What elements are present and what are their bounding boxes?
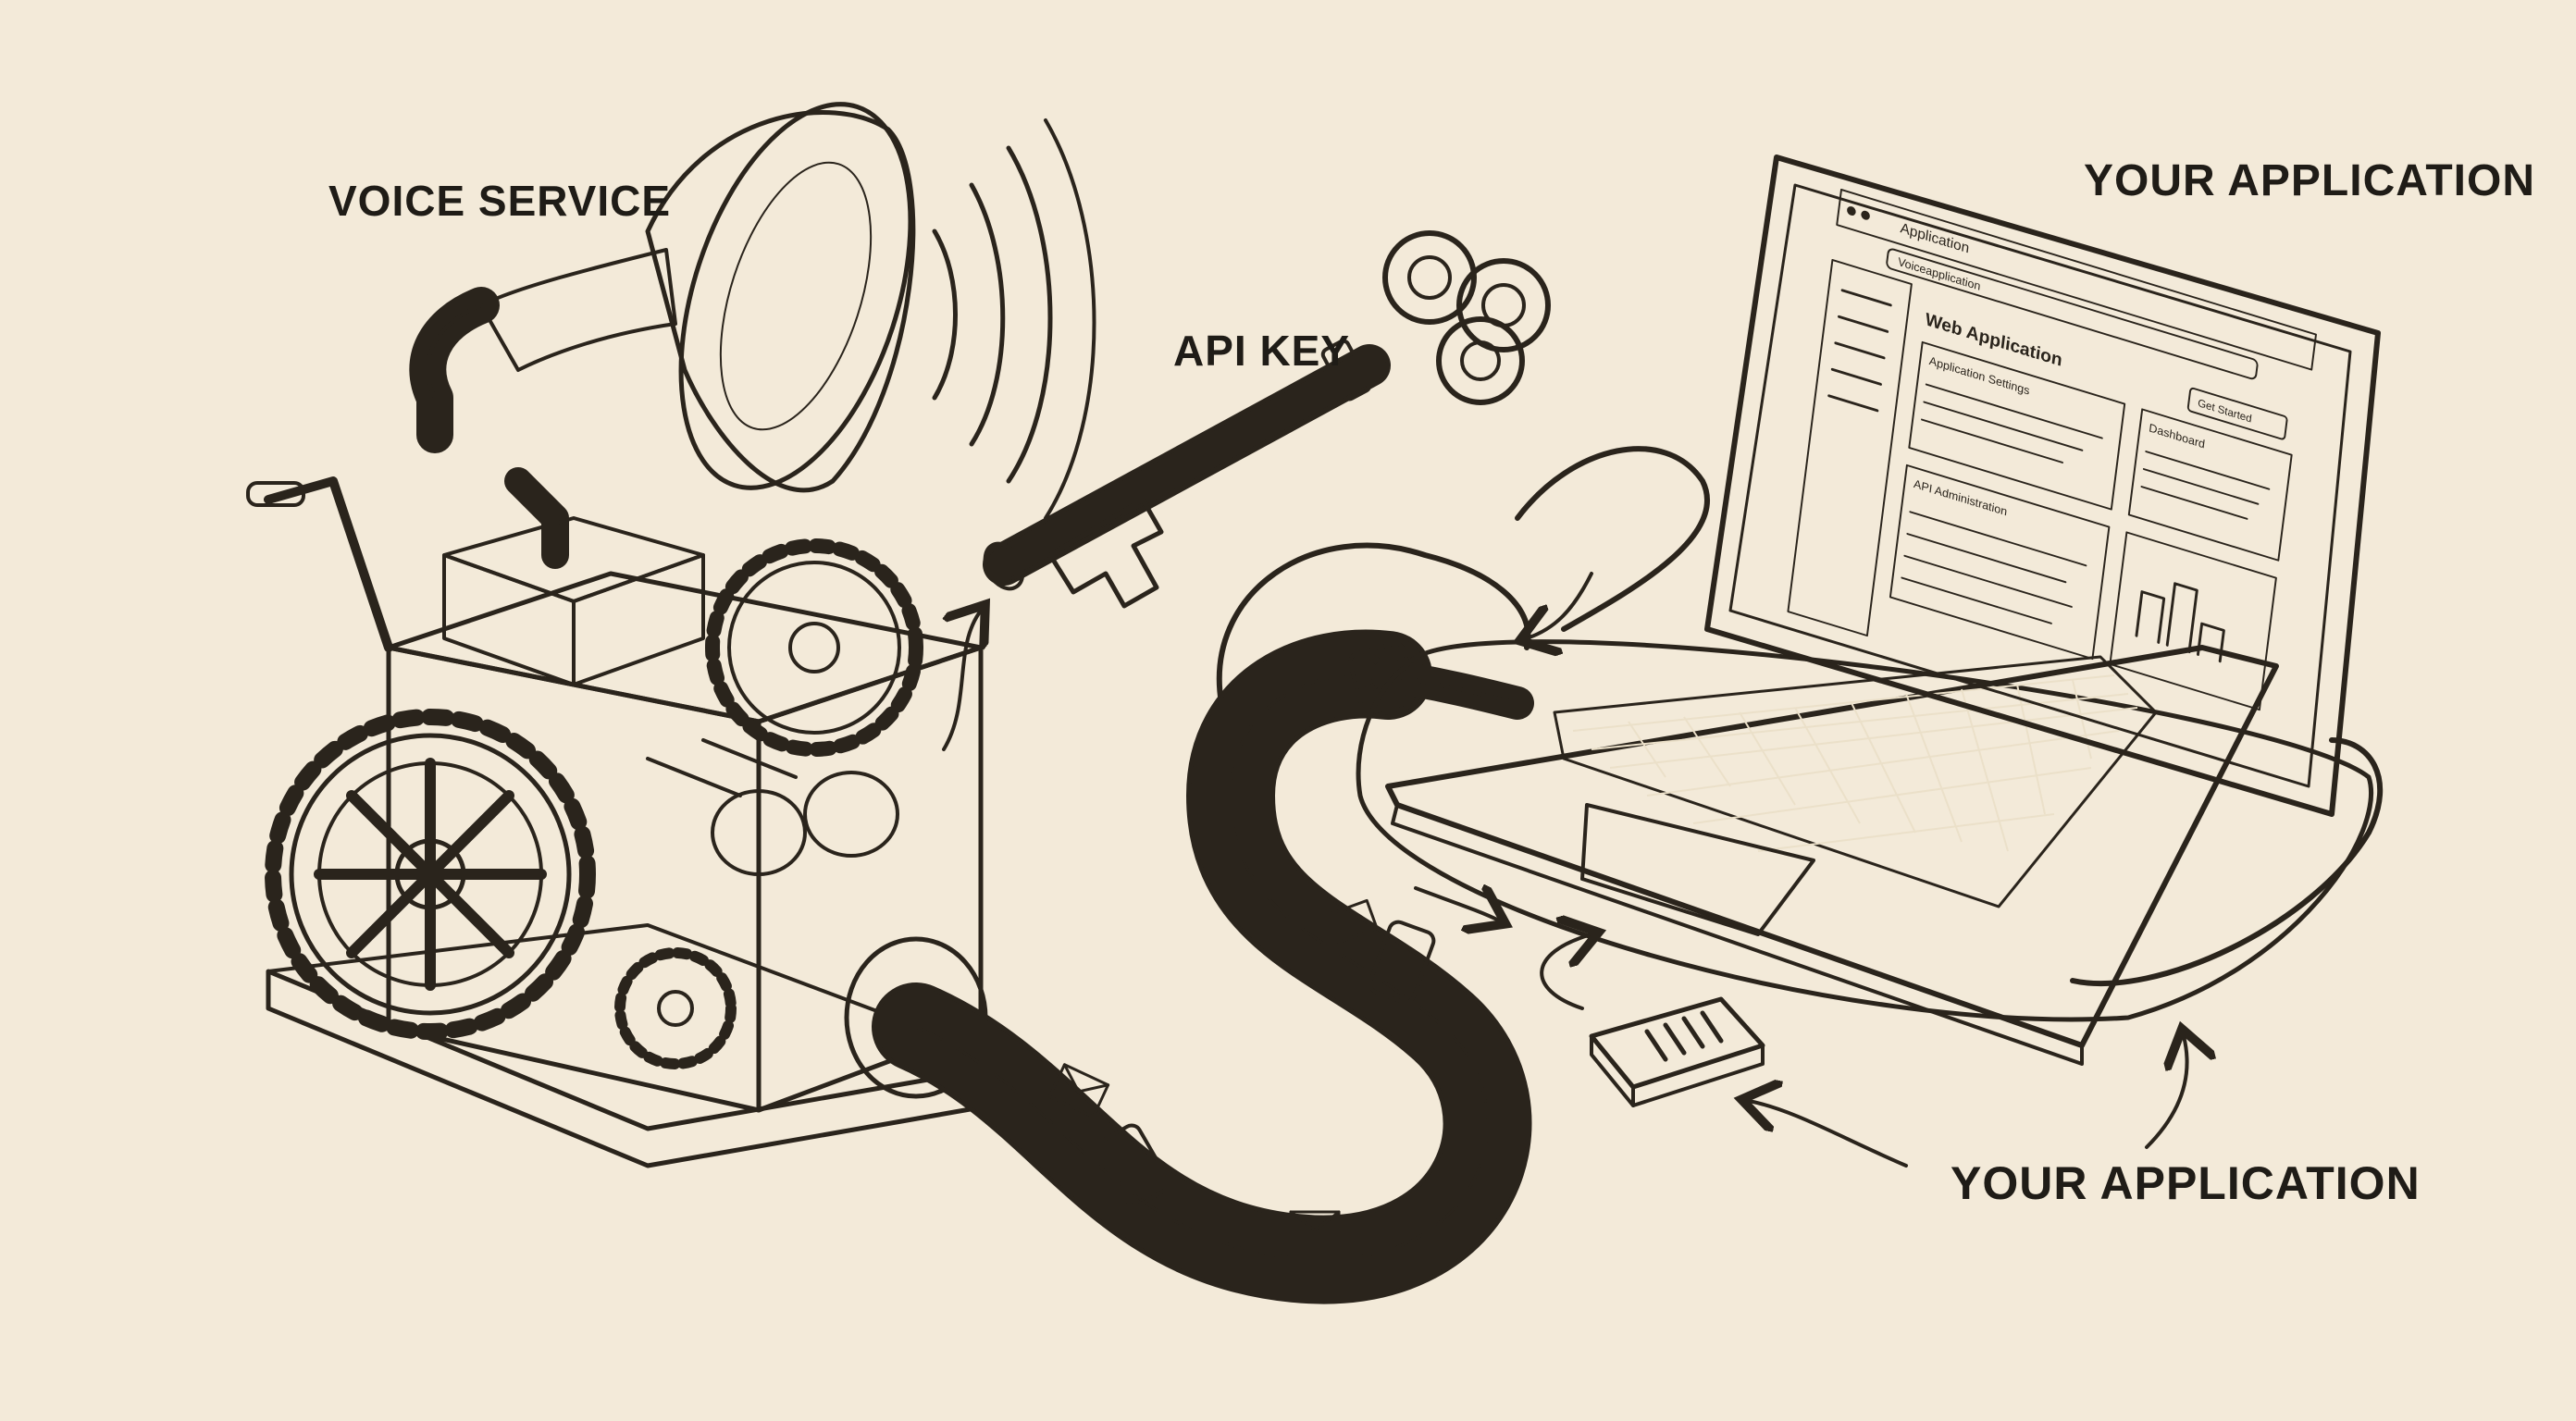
panel-api-admin [1889,463,2111,661]
window-minimize-icon[interactable] [1861,210,1871,221]
window-close-icon[interactable] [1847,205,1857,216]
laptop-icon [1356,154,2381,1066]
arrow-pipe-to-laptop [1414,888,1499,921]
address-bar[interactable] [1886,248,2259,380]
key-icon [983,230,1551,609]
sidebar [1787,259,1913,637]
chip-icon [1589,996,1765,1107]
keyboard-keys [1572,674,2138,852]
panel-settings-title: Application Settings [1928,354,2030,398]
gramophone-horn-icon [409,102,1096,569]
envelope-icon [1047,1063,1110,1118]
panel-dashboard [2127,408,2293,562]
data-pipe [872,629,1534,1304]
get-started-button[interactable] [2186,387,2288,440]
api-key-arrow [942,611,981,751]
your-application-label-top: YOUR APPLICATION [2084,156,2536,205]
voice-service-label: VOICE SERVICE [328,177,672,225]
envelope-icon-3 [1327,898,1379,945]
envelope-icon-2 [1289,1210,1341,1249]
gear-icon [265,709,596,1040]
arrow-to-chip [1749,1101,1908,1168]
api-key-label: API KEY [1173,327,1351,375]
panel-api-admin-title: API Administration [1913,477,2008,518]
gear-icon-small [614,947,737,1069]
arrow-chip-return [1540,934,1591,1010]
arrow-to-pad [1527,572,1593,638]
arrow-up-to-laptop [2145,1036,2187,1149]
panel-settings [1908,340,2126,511]
your-application-label-bottom: YOUR APPLICATION [1951,1157,2421,1209]
return-cable [1515,446,1711,632]
gear-icon-back [705,538,923,757]
panel-chart [2109,531,2277,711]
